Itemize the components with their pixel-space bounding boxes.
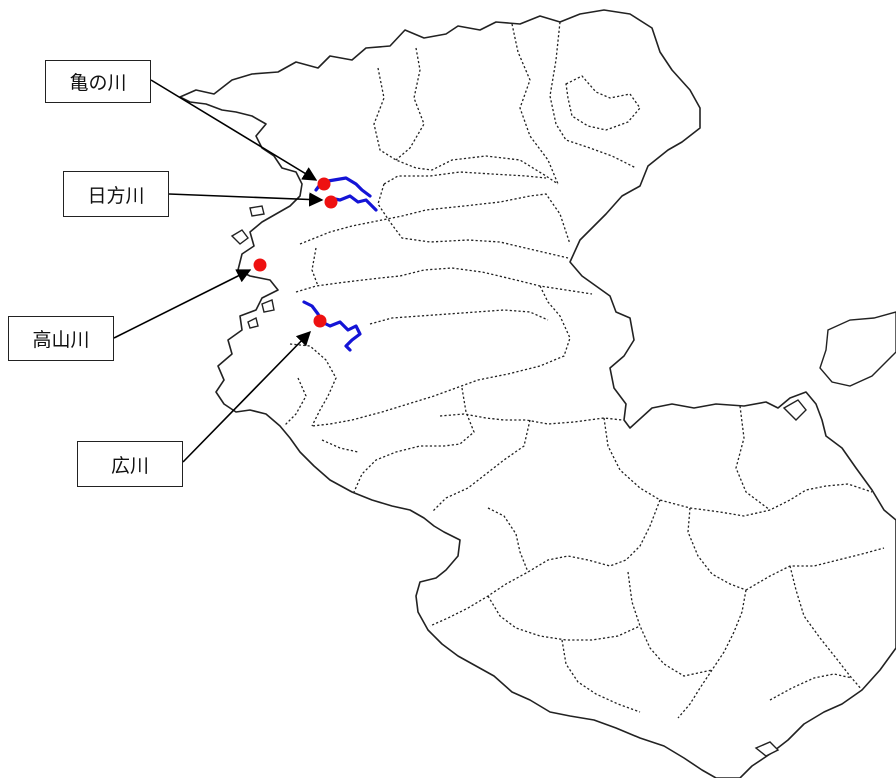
- river-hikata-line: [328, 194, 378, 212]
- arrow-hikata: [168, 192, 324, 207]
- label-text: 広川: [110, 454, 149, 477]
- label-text: 日方川: [87, 184, 145, 207]
- prefecture-outline: [179, 9, 896, 778]
- label-takayama-river: 高山川: [8, 316, 114, 361]
- marker-hikata: [324, 195, 338, 209]
- label-hiro-river: 広川: [77, 441, 183, 487]
- label-text: 亀の川: [69, 72, 127, 94]
- label-kame-river: 亀の川: [45, 60, 151, 103]
- coastal-islands: [230, 205, 896, 757]
- river-hiro-line: [302, 300, 362, 352]
- marker-takayama: [253, 258, 267, 272]
- label-hikata-river: 日方川: [63, 171, 169, 217]
- municipal-boundaries: [283, 21, 885, 719]
- arrow-hiro: [182, 330, 312, 463]
- river-markers: [253, 177, 338, 328]
- label-text: 高山川: [32, 329, 90, 351]
- marker-kame: [317, 177, 331, 191]
- marker-hiro: [313, 314, 327, 328]
- arrow-takayama: [113, 269, 252, 339]
- leader-arrows: [113, 79, 324, 463]
- arrow-kame: [150, 79, 318, 181]
